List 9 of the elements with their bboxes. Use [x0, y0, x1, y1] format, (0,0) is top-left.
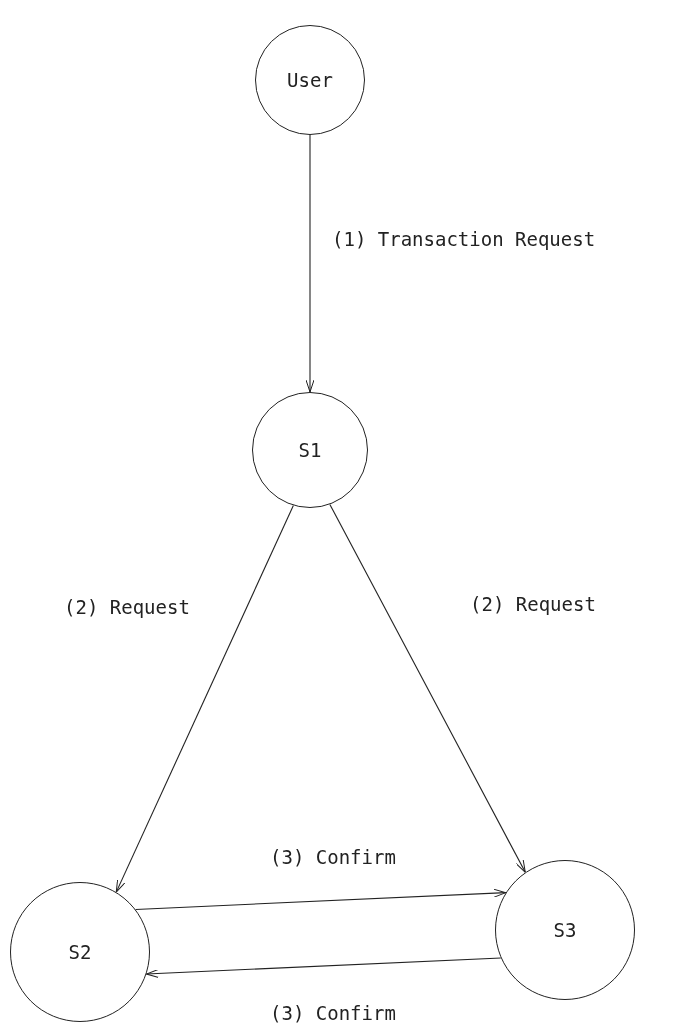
node-label: S2 — [68, 941, 92, 963]
node-label: S3 — [553, 919, 577, 941]
arrow — [305, 134, 315, 393]
arrow — [329, 503, 526, 873]
arrow — [115, 505, 294, 893]
arrow — [135, 888, 507, 910]
arrow — [145, 957, 502, 978]
node-label: User — [287, 69, 333, 91]
node-label: S1 — [298, 439, 322, 461]
